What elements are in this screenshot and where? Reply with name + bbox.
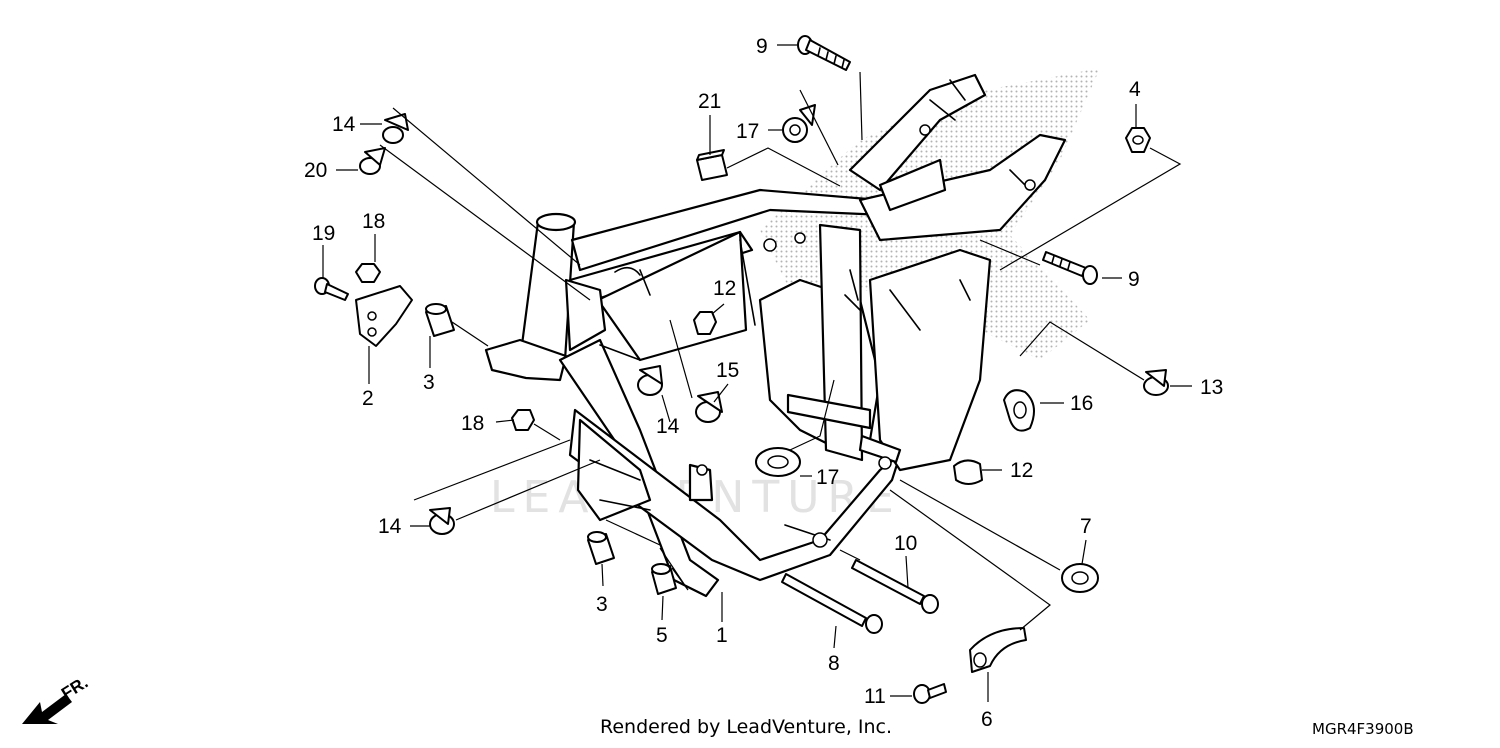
- clamp-14-mid: [637, 365, 663, 396]
- callout-13: 13: [1200, 376, 1223, 399]
- callout-3-low: 3: [596, 593, 608, 616]
- front-arrow-icon: [22, 694, 72, 724]
- nut-18-top: [355, 263, 381, 283]
- bolt-8: [781, 573, 883, 634]
- leader-lines: [322, 44, 1192, 702]
- grommet-12-right: [953, 459, 983, 485]
- callout-9-top: 9: [756, 35, 768, 58]
- bolt-19: [314, 277, 349, 301]
- callout-11: 11: [864, 685, 886, 708]
- callout-1: 1: [716, 624, 728, 647]
- callout-12-right: 12: [1010, 459, 1033, 482]
- callout-15: 15: [716, 359, 739, 382]
- callout-6: 6: [981, 708, 993, 731]
- callout-5: 5: [656, 624, 668, 647]
- nut-18-low: [511, 409, 535, 431]
- grommet-7: [1061, 563, 1099, 593]
- main-frame: [484, 73, 1067, 598]
- front-direction-marker: FR.: [22, 673, 91, 724]
- clamp-17-low: [755, 447, 801, 477]
- bolt-11: [913, 683, 947, 704]
- cap-6: [969, 627, 1027, 673]
- callout-2: 2: [362, 387, 374, 410]
- cover-16: [1003, 389, 1035, 432]
- collar-3-left: [425, 303, 455, 337]
- diagram-code: MGR4F3900B: [1312, 720, 1414, 738]
- clamp-17-top: [782, 104, 816, 143]
- collar-5: [651, 563, 677, 595]
- clamp-14-low: [429, 507, 455, 535]
- clamp-15: [695, 391, 723, 423]
- block-21: [696, 149, 728, 181]
- render-credit: Rendered by LeadVenture, Inc.: [600, 716, 893, 738]
- callout-14-mid: 14: [656, 415, 680, 438]
- callout-18-top: 18: [362, 210, 385, 233]
- clip-20: [359, 147, 386, 175]
- callout-14-low: 14: [378, 515, 402, 538]
- callout-14-top: 14: [332, 113, 356, 136]
- clamp-14-top: [382, 113, 409, 144]
- clip-13: [1143, 369, 1169, 396]
- grommet-12-mid: [693, 311, 717, 335]
- callout-12-mid: 12: [713, 277, 736, 300]
- callout-21: 21: [698, 90, 721, 113]
- callout-labels: 9 21 17 14 20 4 19 18 12 9 2 3 15 13 14 …: [304, 35, 1223, 731]
- callout-16: 16: [1070, 392, 1093, 415]
- bolt-9-right: [1042, 251, 1098, 285]
- collar-3-low: [587, 531, 615, 565]
- callout-20: 20: [304, 159, 327, 182]
- callout-8: 8: [828, 652, 840, 675]
- callout-17-top: 17: [736, 120, 759, 143]
- callout-7: 7: [1080, 515, 1092, 538]
- callout-3-left: 3: [423, 371, 435, 394]
- bolt-10: [851, 559, 939, 614]
- callout-9-right: 9: [1128, 268, 1140, 291]
- bracket-2: [355, 285, 413, 347]
- callout-18-low: 18: [461, 412, 484, 435]
- callout-10: 10: [894, 532, 917, 555]
- nut-4: [1125, 127, 1151, 153]
- callout-17-low: 17: [816, 466, 839, 489]
- callout-4: 4: [1129, 78, 1141, 101]
- bolt-9-top: [797, 35, 851, 71]
- callout-19: 19: [312, 222, 335, 245]
